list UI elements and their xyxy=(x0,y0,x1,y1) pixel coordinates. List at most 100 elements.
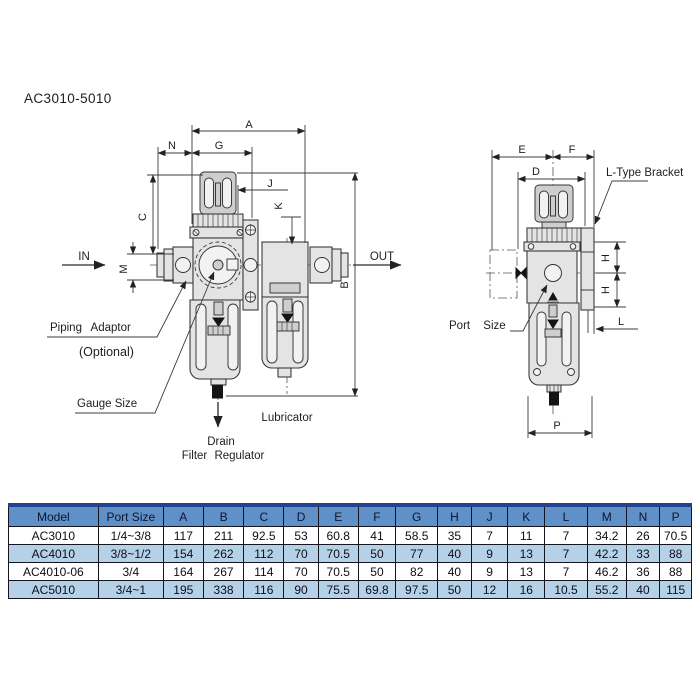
regulator-body-side xyxy=(523,241,581,304)
lubricator-body xyxy=(261,241,309,298)
dim-label-N: N xyxy=(168,140,176,152)
dim-label-B: B xyxy=(339,281,351,288)
table-cell: 46.2 xyxy=(586,562,627,581)
table-cell: 117 xyxy=(162,526,204,545)
regulator-body xyxy=(189,226,247,301)
spacer-block xyxy=(242,219,259,311)
table-cell: 154 xyxy=(162,544,204,563)
table-cell: 70.5 xyxy=(317,562,359,581)
table-cell: 26 xyxy=(625,526,661,545)
table-cell: 33 xyxy=(625,544,661,563)
filter-bowl-side xyxy=(528,302,580,406)
table-cell: 41 xyxy=(357,526,397,545)
table-cell: 50 xyxy=(437,580,472,599)
callouts-front: Piping Adaptor (Optional) Gauge Size Dra… xyxy=(47,271,313,462)
table-cell: 262 xyxy=(202,544,245,563)
dim-label-L: L xyxy=(618,316,624,328)
column-header: H xyxy=(437,504,472,527)
column-header: N xyxy=(625,504,661,527)
front-view-drawing: A N G J C M K B IN OUT Piping Adaptor (O… xyxy=(47,119,402,462)
column-header: C xyxy=(243,504,285,527)
column-header: K xyxy=(507,504,546,527)
table-cell: 88 xyxy=(659,562,692,581)
table-cell: 3/8~1/2 xyxy=(97,544,164,563)
dim-label-G: G xyxy=(215,140,224,152)
table-cell: 77 xyxy=(395,544,439,563)
table-cell: 9 xyxy=(470,562,509,581)
table-cell: 70 xyxy=(283,562,319,581)
table-cell: 40 xyxy=(625,580,661,599)
table-cell: 338 xyxy=(202,580,245,599)
lubricator-bowl xyxy=(261,296,309,378)
filter-bowl xyxy=(189,299,241,399)
column-header: D xyxy=(283,504,319,527)
dim-label-C: C xyxy=(137,213,149,221)
table-cell: 50 xyxy=(357,544,397,563)
piping-adaptor-label: Piping Adaptor xyxy=(50,322,131,334)
table-cell: 12 xyxy=(470,580,509,599)
table-cell: 7 xyxy=(544,562,588,581)
dim-label-D: D xyxy=(532,166,540,178)
table-cell: AC3010 xyxy=(8,526,99,545)
table-cell: 92.5 xyxy=(243,526,285,545)
table-cell: 11 xyxy=(507,526,546,545)
table-cell: 60.8 xyxy=(317,526,359,545)
column-header: A xyxy=(162,504,204,527)
piping-adaptor-left xyxy=(156,246,194,284)
table-cell: 42.2 xyxy=(586,544,627,563)
dim-label-H-upper: H xyxy=(600,254,612,262)
optional-label: (Optional) xyxy=(79,345,134,359)
column-header: M xyxy=(586,504,627,527)
column-header: P xyxy=(659,504,692,527)
column-header: J xyxy=(470,504,509,527)
column-header: E xyxy=(317,504,359,527)
dim-label-K: K xyxy=(273,202,285,210)
table-cell: 50 xyxy=(357,562,397,581)
port-size-label: Port Size xyxy=(449,320,506,332)
piping-adaptor-right xyxy=(309,246,349,284)
table-cell: 116 xyxy=(243,580,285,599)
callouts-side: L-Type Bracket Port Size xyxy=(449,167,684,332)
dim-label-J: J xyxy=(267,178,273,190)
column-header: Port Size xyxy=(97,504,164,527)
table-cell: 3/4~1 xyxy=(97,580,164,599)
table-cell: 115 xyxy=(659,580,692,599)
table-cell: 90 xyxy=(283,580,319,599)
drain-label: Drain xyxy=(207,436,234,448)
table-cell: 3/4 xyxy=(97,562,164,581)
l-type-bracket xyxy=(580,227,595,334)
dim-label-E: E xyxy=(518,144,525,156)
column-header: Model xyxy=(8,504,99,527)
table-cell: 13 xyxy=(507,562,546,581)
dimension-lines-side: E F D H H L P xyxy=(491,144,638,437)
dim-label-F: F xyxy=(569,144,576,156)
table-cell: 35 xyxy=(437,526,472,545)
lubricator-label: Lubricator xyxy=(261,412,312,424)
l-type-bracket-label: L-Type Bracket xyxy=(606,167,684,179)
table-cell: 267 xyxy=(202,562,245,581)
table-cell: 211 xyxy=(202,526,245,545)
extension-lines-side xyxy=(491,150,626,438)
table-cell: 7 xyxy=(470,526,509,545)
gauge-size-label: Gauge Size xyxy=(77,398,137,410)
technical-drawing: A N G J C M K B IN OUT Piping Adaptor (O… xyxy=(47,119,684,462)
table-cell: 88 xyxy=(659,544,692,563)
table-cell: 10.5 xyxy=(544,580,588,599)
side-view-drawing: E F D H H L P L-Type Bracket Port Size xyxy=(449,144,684,438)
table-cell: 69.8 xyxy=(357,580,397,599)
regulator-knob xyxy=(192,171,244,228)
table-cell: 70.5 xyxy=(317,544,359,563)
table-cell: 40 xyxy=(437,544,472,563)
filter-regulator-unit xyxy=(489,184,595,406)
table-cell: 40 xyxy=(437,562,472,581)
table-cell: 7 xyxy=(544,544,588,563)
table-cell: 1/4~3/8 xyxy=(97,526,164,545)
table-cell: 70 xyxy=(283,544,319,563)
table-cell: 164 xyxy=(162,562,204,581)
